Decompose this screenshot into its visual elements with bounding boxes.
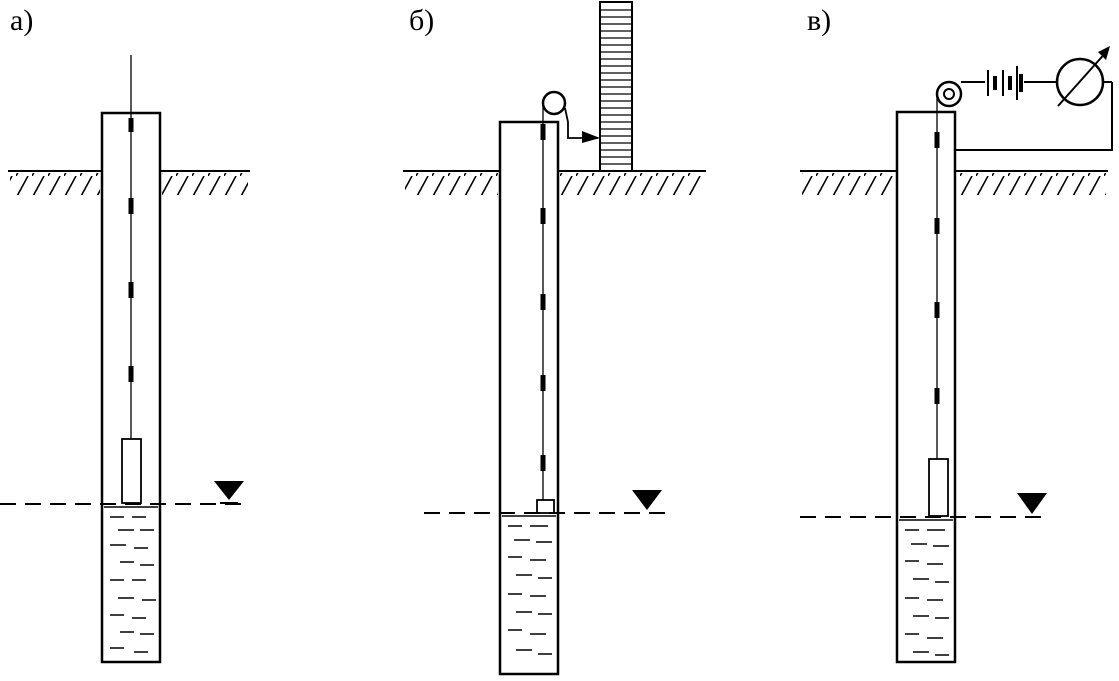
- probe-c: [928, 458, 949, 517]
- water-level-triangle-icon: [632, 490, 662, 510]
- panel-label-b: б): [409, 4, 435, 37]
- water-level-triangle-icon: [214, 481, 244, 500]
- ground-surface-b: [403, 170, 706, 195]
- meter-gauge-icon: [1055, 46, 1110, 107]
- water-column-b: [502, 515, 556, 655]
- probe-a: [121, 438, 142, 504]
- pulley-icon: [935, 80, 963, 108]
- measuring-staff: [599, 1, 633, 172]
- water-column-a: [104, 506, 158, 653]
- pointer-arrow-b: [564, 107, 600, 143]
- panel-label-c: в): [807, 4, 832, 37]
- panel-b: [403, 1, 706, 676]
- pulley-icon: [541, 90, 567, 116]
- ground-surface-a: [8, 170, 250, 195]
- electric-circuit: [955, 81, 1113, 151]
- probe-b: [536, 499, 555, 514]
- panel-a: [0, 55, 250, 664]
- water-level-triangle-icon: [1017, 493, 1047, 514]
- panel-c: [800, 46, 1113, 664]
- well-casing-c: [895, 110, 957, 664]
- battery-icon: [987, 66, 1023, 100]
- ground-surface-c: [800, 170, 1108, 195]
- well-casing-b: [498, 120, 560, 676]
- water-column-c: [899, 519, 953, 656]
- panel-label-a: а): [10, 4, 34, 37]
